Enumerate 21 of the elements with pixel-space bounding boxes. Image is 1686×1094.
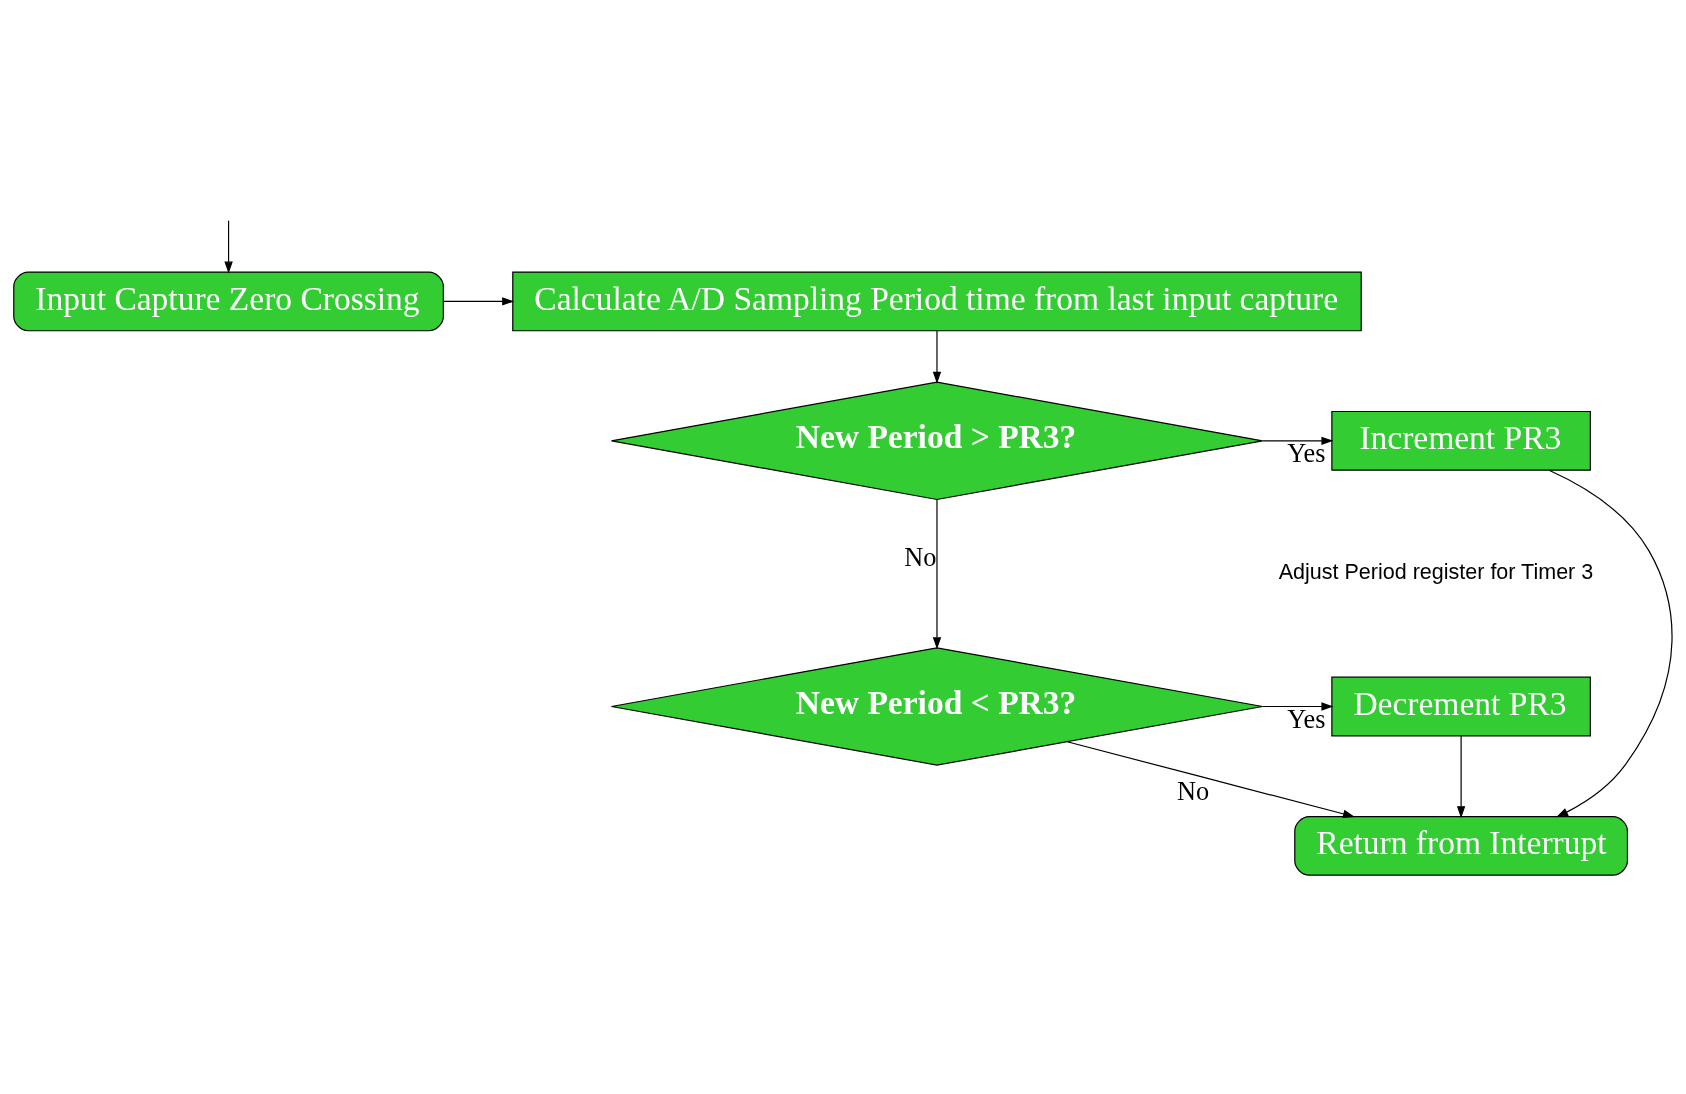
arrow bbox=[932, 498, 942, 649]
edge-label: Yes bbox=[1287, 704, 1326, 734]
edge-label: No bbox=[1177, 776, 1210, 806]
node-box: Decrement PR3 bbox=[1331, 676, 1591, 736]
node-box: Calculate A/D Sampling Period time from last input capture bbox=[512, 271, 1362, 331]
arrow bbox=[1261, 701, 1334, 711]
edge-label: Yes bbox=[1287, 438, 1326, 468]
arrow bbox=[1066, 740, 1355, 818]
node-box: Return from Interrupt bbox=[1294, 815, 1629, 876]
node-diamond: New Period > PR3? bbox=[610, 381, 1264, 500]
node-box: Input Capture Zero Crossing bbox=[13, 271, 444, 331]
arrow bbox=[1548, 469, 1673, 817]
arrow bbox=[1261, 436, 1334, 445]
node-box: Increment PR3 bbox=[1331, 410, 1591, 471]
label: Adjust Period register for Timer 3 bbox=[1278, 559, 1594, 584]
edge-label: No bbox=[904, 542, 937, 572]
node-diamond: New Period < PR3? bbox=[610, 646, 1264, 766]
arrow bbox=[932, 329, 942, 384]
arrow bbox=[1456, 734, 1466, 818]
arrow bbox=[224, 219, 233, 274]
arrow bbox=[442, 296, 515, 306]
